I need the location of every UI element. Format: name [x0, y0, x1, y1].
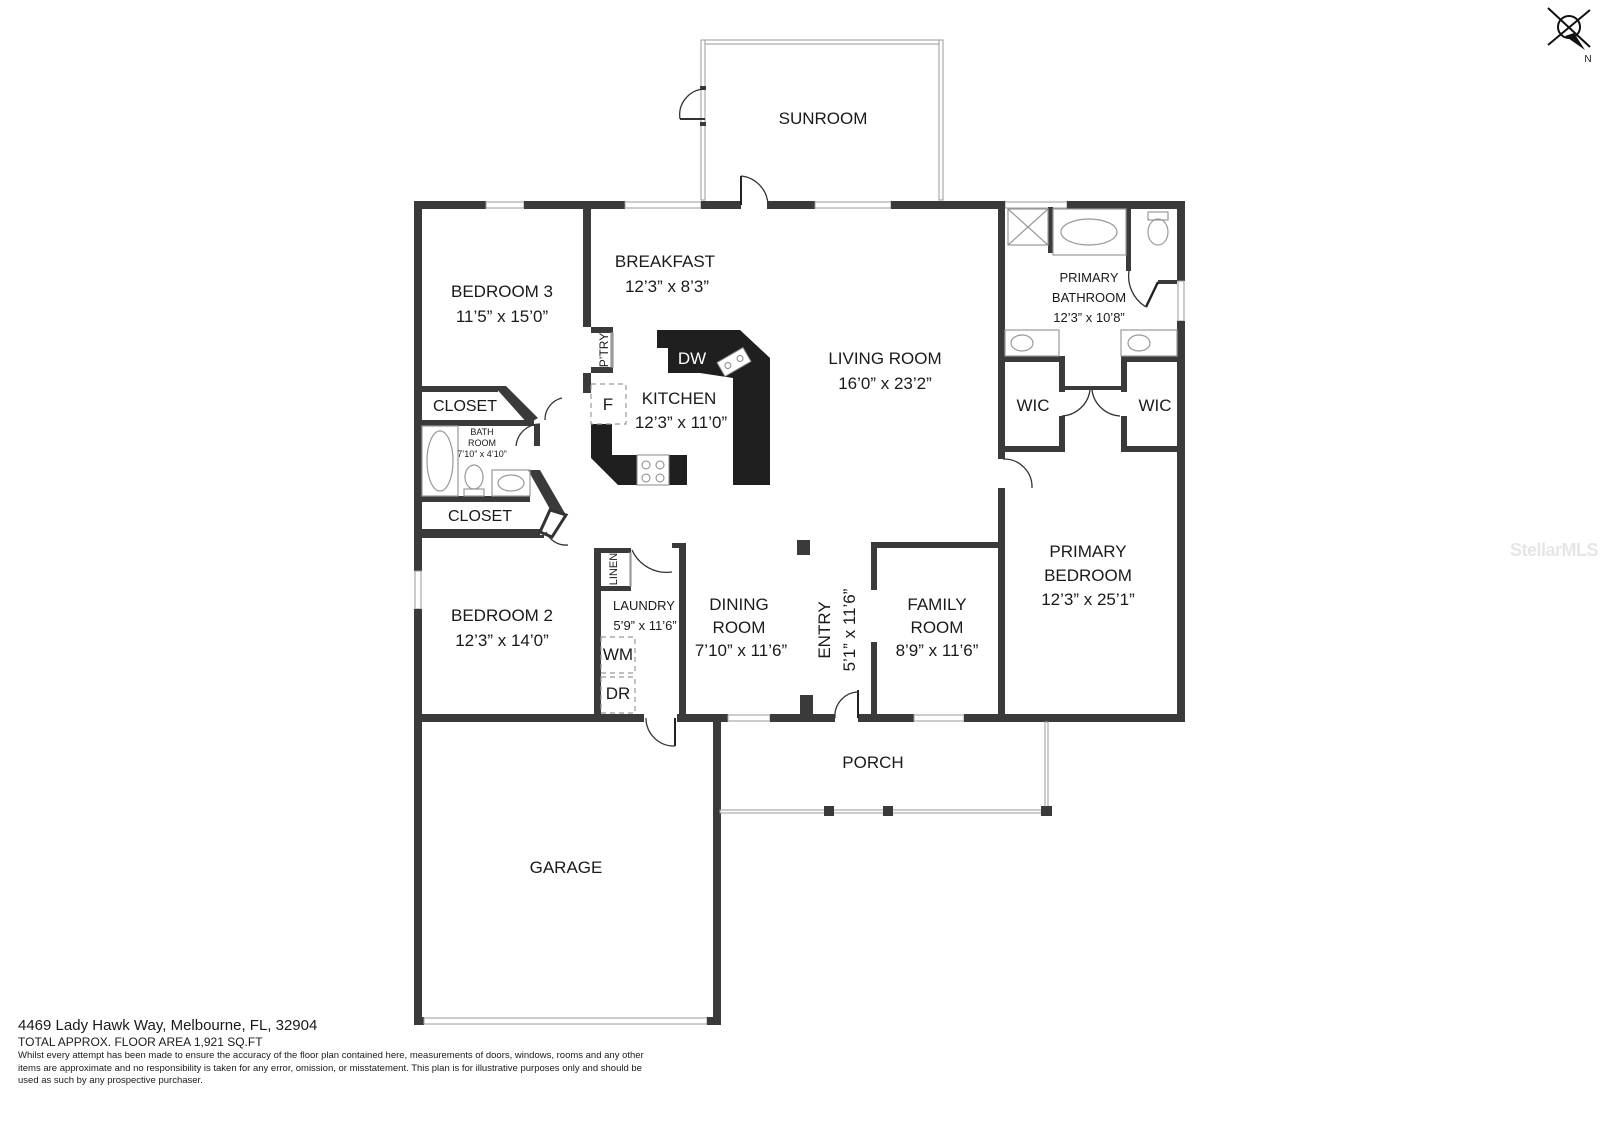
disclaimer: Whilst every attempt has been made to en…: [18, 1050, 644, 1086]
dining-dims: 7’10” x 11’6”: [695, 641, 788, 660]
plan-footer: 4469 Lady Hawk Way, Melbourne, FL, 32904…: [18, 1016, 658, 1088]
north-arrow-icon: N: [1547, 7, 1592, 65]
interior-walls: [414, 201, 1185, 722]
wic-right-label: WIC: [1138, 396, 1171, 415]
laundry-label: LAUNDRY: [613, 598, 675, 613]
dryer-label: DR: [606, 684, 631, 703]
living-room-label: LIVING ROOM: [828, 349, 941, 368]
wic-left-label: WIC: [1016, 396, 1049, 415]
bathroom-label-1: BATH: [470, 427, 493, 437]
kitchen-dims: 12’3” x 11’0”: [635, 413, 728, 432]
dining-label-1: DINING: [709, 595, 769, 614]
kitchen-label: KITCHEN: [642, 389, 717, 408]
bedroom2-dims: 12’3” x 14’0”: [455, 631, 549, 650]
room-labels: SUNROOM BREAKFAST 12’3” x 8’3” BEDROOM 3…: [433, 109, 1172, 877]
porch-label: PORCH: [842, 753, 903, 772]
garage-label: GARAGE: [530, 858, 603, 877]
bedroom3-label: BEDROOM 3: [451, 282, 553, 301]
bedroom3-dims: 11’5” x 15’0”: [456, 307, 549, 326]
primary-bath-label-1: PRIMARY: [1060, 270, 1119, 285]
family-label-1: FAMILY: [907, 595, 966, 614]
kitchen-counters: [590, 330, 770, 714]
bath-fixtures: [421, 425, 531, 497]
living-room-dims: 16’0” x 23’2”: [838, 374, 932, 393]
pantry-label: P’TRY: [597, 333, 611, 367]
fridge-label: F: [603, 395, 613, 414]
primary-bath-dims: 12’3” x 10’8”: [1053, 310, 1125, 325]
bedroom2-label: BEDROOM 2: [451, 606, 553, 625]
dining-label-2: ROOM: [713, 618, 766, 637]
sunroom-label: SUNROOM: [779, 109, 868, 128]
north-label: N: [1584, 54, 1591, 65]
exterior-walls: [414, 175, 1185, 1025]
closet1-label: CLOSET: [433, 398, 497, 415]
closet2-label: CLOSET: [448, 508, 512, 525]
entry-dims: 5’1” x 11’6”: [840, 588, 859, 671]
entry-label: ENTRY: [815, 601, 834, 658]
property-address: 4469 Lady Hawk Way, Melbourne, FL, 32904: [18, 1017, 318, 1034]
porch-walls: [719, 721, 1052, 816]
primary-bath-label-2: BATHROOM: [1052, 290, 1126, 305]
breakfast-dims: 12’3” x 8’3”: [625, 277, 709, 296]
watermark-logo: StellarMLS: [1510, 540, 1599, 560]
bathroom-dims: 7’10” x 4’10”: [457, 449, 507, 459]
dishwasher-label: DW: [678, 349, 706, 368]
family-label-2: ROOM: [911, 618, 964, 637]
family-dims: 8’9” x 11’6”: [896, 641, 979, 660]
breakfast-label: BREAKFAST: [615, 252, 715, 271]
washer-label: WM: [603, 645, 633, 664]
primary-bedroom-dims: 12’3” x 25’1”: [1041, 590, 1135, 609]
primary-bedroom-label-1: PRIMARY: [1049, 542, 1126, 561]
laundry-dims: 5’9” x 11’6”: [613, 618, 676, 633]
bathroom-label-2: ROOM: [468, 438, 496, 448]
total-floor-area: TOTAL APPROX. FLOOR AREA 1,921 SQ.FT: [18, 1035, 263, 1049]
sunroom-walls: [679, 39, 944, 201]
linen-label: LINEN: [608, 553, 620, 585]
primary-bedroom-label-2: BEDROOM: [1044, 566, 1132, 585]
